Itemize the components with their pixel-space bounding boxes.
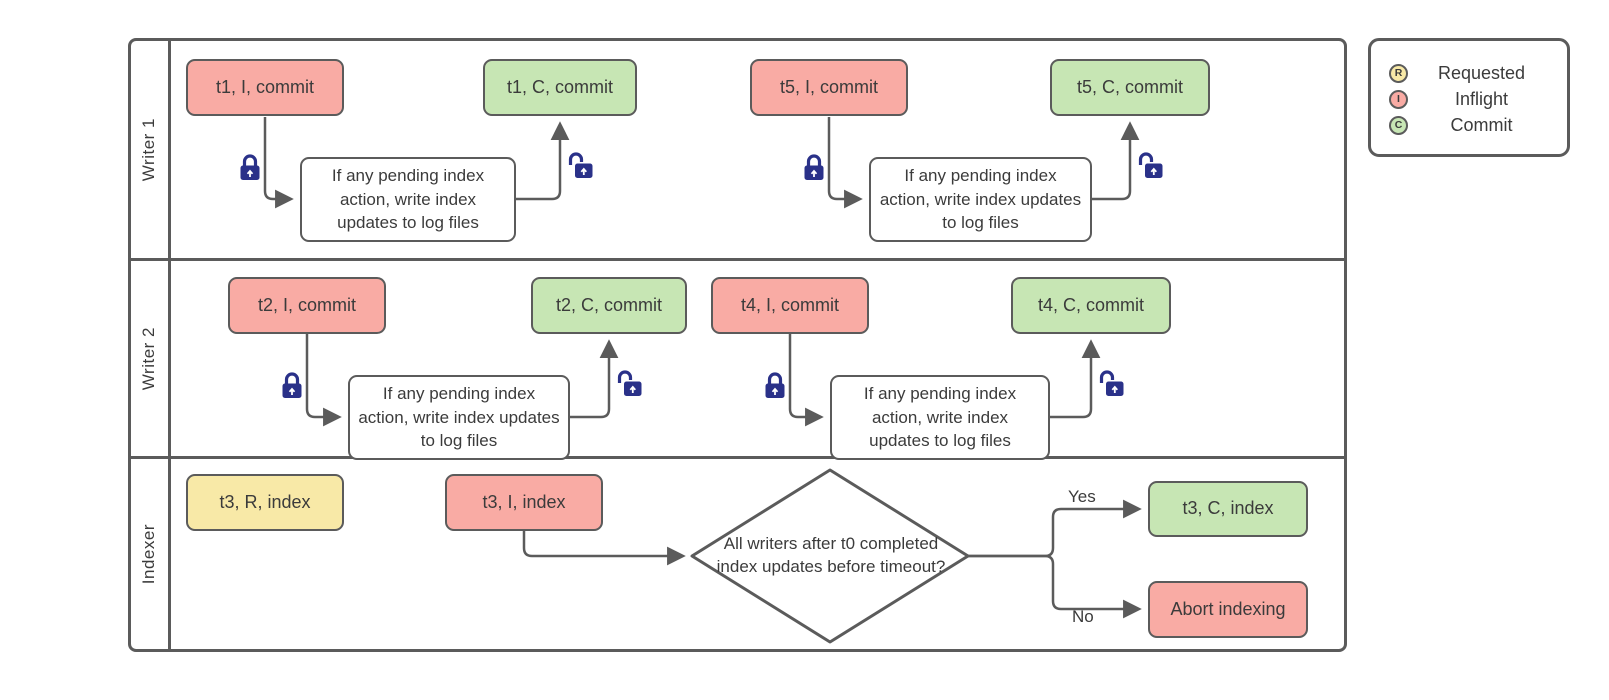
lock-open-icon (568, 151, 594, 180)
node-process-writer1-a: If any pending index action, write index… (300, 157, 516, 242)
node-t1-commit: t1, C, commit (483, 59, 637, 116)
lock-open-icon (617, 369, 643, 398)
swimlane-frame (128, 38, 1347, 652)
legend-box: R Requested I Inflight C Commit (1368, 38, 1570, 157)
inflight-symbol-icon: I (1389, 89, 1408, 109)
lane-label-divider (168, 38, 171, 652)
lane-label-writer1: Writer 1 (129, 41, 168, 258)
lane-label-indexer-text: Indexer (138, 523, 158, 585)
legend-item-commit: C Commit (1389, 112, 1555, 138)
edge-label-no: No (1072, 607, 1094, 626)
node-t4-inflight: t4, I, commit (711, 277, 869, 334)
node-process-writer1-b: If any pending index action, write index… (869, 157, 1092, 242)
lane-label-writer2-text: Writer 2 (138, 326, 158, 391)
lock-open-icon (1138, 151, 1164, 180)
legend-label-inflight: Inflight (1454, 88, 1509, 109)
legend-item-inflight: I Inflight (1389, 86, 1555, 112)
lane-label-indexer: Indexer (129, 459, 168, 649)
node-t2-inflight: t2, I, commit (228, 277, 386, 334)
node-process-writer2-b: If any pending index action, write index… (830, 375, 1050, 460)
node-abort-indexing: Abort indexing (1148, 581, 1308, 638)
legend-label-requested: Requested (1437, 62, 1526, 83)
node-t2-commit: t2, C, commit (531, 277, 687, 334)
lane-divider-1 (128, 258, 1347, 261)
node-t1-inflight: t1, I, commit (186, 59, 344, 116)
decision-label: All writers after t0 completed index upd… (705, 480, 957, 632)
node-t5-inflight: t5, I, commit (750, 59, 908, 116)
node-t3-commit: t3, C, index (1148, 481, 1308, 537)
node-process-writer2-a: If any pending index action, write index… (348, 375, 570, 460)
lock-closed-icon (281, 371, 303, 400)
lock-closed-icon (764, 371, 786, 400)
legend-item-requested: R Requested (1389, 60, 1555, 86)
node-t3-requested: t3, R, index (186, 474, 344, 531)
lane-label-writer1-text: Writer 1 (138, 117, 158, 182)
lock-closed-icon (803, 153, 825, 182)
edge-label-yes: Yes (1068, 487, 1096, 506)
commit-symbol-icon: C (1389, 115, 1408, 135)
node-t4-commit: t4, C, commit (1011, 277, 1171, 334)
node-t3-inflight: t3, I, index (445, 474, 603, 531)
decision-label-text: All writers after t0 completed index upd… (716, 534, 946, 576)
node-t5-commit: t5, C, commit (1050, 59, 1210, 116)
lock-closed-icon (239, 153, 261, 182)
lock-open-icon (1099, 369, 1125, 398)
legend-label-commit: Commit (1450, 114, 1513, 135)
requested-symbol-icon: R (1389, 63, 1408, 83)
lane-label-writer2: Writer 2 (129, 261, 168, 456)
lane-divider-2 (128, 456, 1347, 459)
